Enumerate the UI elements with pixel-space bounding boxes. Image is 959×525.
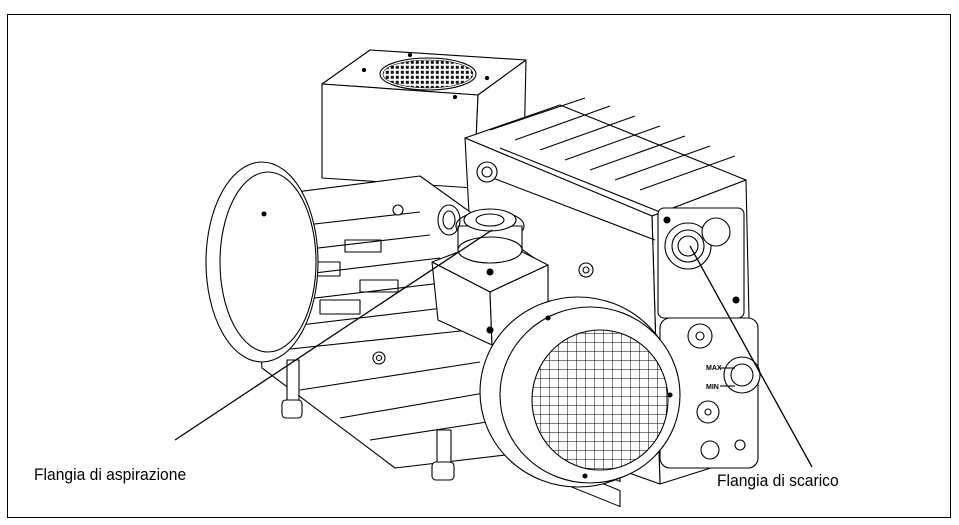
motor-end-cap-left	[206, 162, 318, 362]
exhaust-flange-housing	[658, 208, 744, 318]
oil-max-mark: MAX	[706, 365, 722, 372]
oil-min-mark: MIN	[706, 384, 719, 391]
exhaust-flange-label: Flangia di scarico	[717, 471, 839, 491]
suction-flange-label: Flangia di aspirazione	[34, 465, 186, 485]
